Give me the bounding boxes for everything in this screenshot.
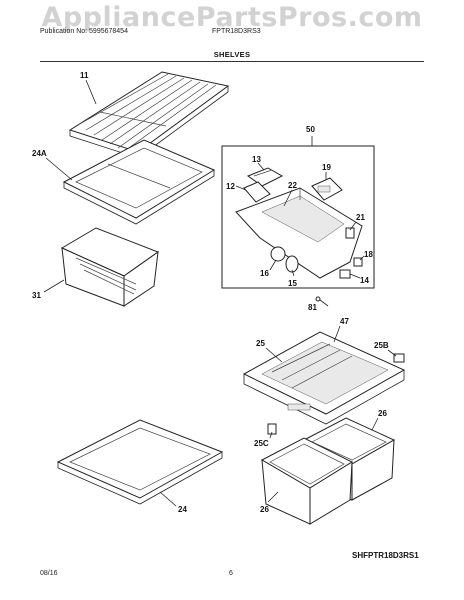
callout-12: 12: [226, 182, 235, 191]
leader-26-left: [267, 491, 279, 503]
slide-control-25c[interactable]: [267, 423, 277, 435]
screw-81[interactable]: [315, 296, 329, 307]
callout-81: 81: [308, 303, 317, 312]
footer-date: 08/16: [40, 570, 58, 577]
callout-25c: 25C: [254, 439, 269, 448]
leader-13: [257, 162, 265, 171]
leader-47: [333, 325, 341, 343]
callout-19: 19: [322, 163, 331, 172]
callout-31: 31: [32, 291, 41, 300]
title-divider: [40, 61, 424, 62]
control-module-19[interactable]: [311, 177, 343, 201]
callout-24: 24: [178, 505, 187, 514]
leader-12: [235, 185, 247, 191]
callout-47: 47: [340, 317, 349, 326]
publication-number: Publication No: 5995678454: [40, 28, 128, 35]
leader-21: [349, 221, 357, 231]
air-duct-12[interactable]: [243, 181, 271, 203]
crisper-cover-25[interactable]: [242, 331, 406, 425]
glass-shelf-24[interactable]: [56, 419, 224, 505]
model-number: FPTR18D3RS3: [212, 28, 261, 35]
callout-26-left: 26: [260, 505, 269, 514]
leader-16: [269, 259, 277, 271]
watermark-logo: AppliancePartsPros.com: [41, 2, 423, 33]
page-number: 6: [229, 570, 233, 577]
callout-21: 21: [356, 213, 365, 222]
glass-shelf-24a[interactable]: [62, 139, 216, 225]
thermostat-knob-16[interactable]: [270, 246, 286, 262]
callout-11: 11: [80, 71, 89, 80]
diagram-code: SHFPTR18D3RS1: [352, 551, 419, 560]
leader-25c: [269, 431, 273, 439]
callout-50: 50: [306, 125, 315, 134]
callout-16: 16: [260, 269, 269, 278]
leader-11: [85, 79, 97, 105]
humidity-control-25b[interactable]: [393, 353, 405, 363]
light-switch-14[interactable]: [339, 269, 351, 279]
callout-26-right: 26: [378, 409, 387, 418]
callout-14: 14: [360, 276, 369, 285]
leader-24: [159, 491, 177, 507]
crisper-drawer-31[interactable]: [60, 227, 160, 307]
leader-18: [359, 255, 365, 261]
callout-25b: 25B: [374, 341, 389, 350]
sensor-21[interactable]: [345, 227, 355, 239]
control-housing-22[interactable]: [235, 187, 363, 279]
leader-22: [283, 189, 293, 207]
lamp-socket-18[interactable]: [353, 257, 363, 267]
callout-15: 15: [288, 279, 297, 288]
section-title: SHELVES: [213, 50, 251, 59]
leader-25: [265, 347, 283, 363]
callout-24a: 24A: [32, 149, 47, 158]
callout-18: 18: [364, 250, 373, 259]
leader-31: [43, 279, 65, 293]
leader-26-right: [371, 417, 379, 431]
crisper-drawer-26-left[interactable]: [260, 437, 354, 525]
leader-24a: [45, 157, 73, 181]
callout-13: 13: [252, 155, 261, 164]
callout-25: 25: [256, 339, 265, 348]
wire-shelf-11[interactable]: [68, 71, 230, 159]
light-bulb-15[interactable]: [285, 255, 299, 273]
callout-22: 22: [288, 181, 297, 190]
leader-25b: [387, 349, 397, 357]
leader-14: [349, 273, 361, 279]
leader-15: [291, 269, 295, 277]
